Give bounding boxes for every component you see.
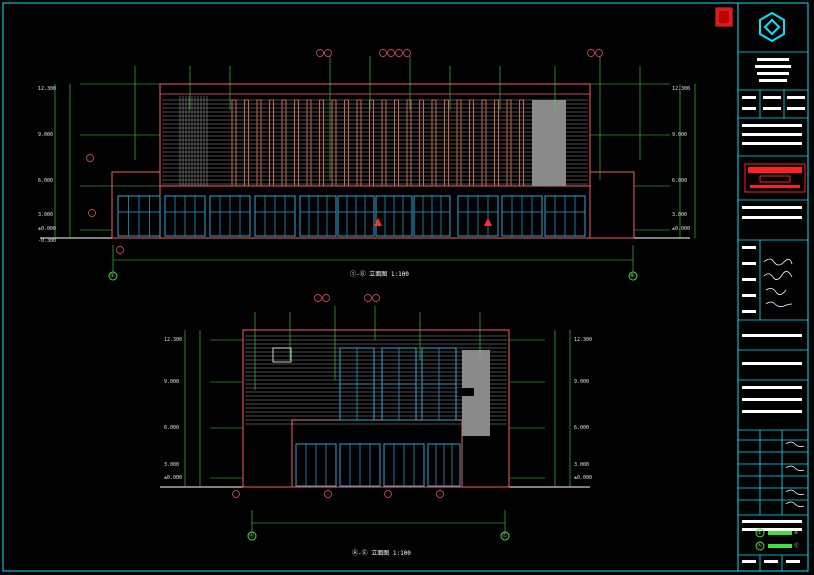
- upper-level-left-6: -0.300: [38, 238, 57, 244]
- upper-axis-right-label: ⑥: [630, 273, 635, 279]
- vertical-fin: [519, 99, 524, 187]
- vertical-fin: [444, 99, 449, 187]
- lower-level-right-4: 3.000: [574, 462, 590, 468]
- legend-text-2: Ⓔ: [794, 543, 800, 549]
- lower-level-right-3: 6.000: [574, 425, 590, 431]
- lower-axis-bubble-right: [500, 531, 510, 541]
- vertical-fin: [331, 99, 337, 187]
- upper-level-right-2: 9.000: [672, 132, 688, 138]
- vertical-fin: [269, 99, 274, 187]
- vertical-fin: [494, 99, 499, 187]
- seal-icon: [715, 7, 733, 27]
- signature-scribbles: [763, 258, 805, 508]
- title-block: [738, 51, 808, 571]
- lower-small-window: [272, 347, 292, 363]
- legend-tag-1: ①: [757, 530, 762, 536]
- upper-elevation: [40, 49, 696, 281]
- approval-stamp: [744, 163, 806, 193]
- vertical-fin: [319, 99, 324, 187]
- vertical-fin: [469, 99, 474, 187]
- vertical-fin: [306, 99, 312, 187]
- upper-callouts: [86, 49, 603, 254]
- upper-right-wing: [589, 171, 635, 239]
- vertical-fin: [356, 99, 362, 187]
- upper-level-right-1: 12.300: [672, 86, 691, 92]
- upper-level-right-5: ±0.000: [672, 226, 691, 232]
- vertical-fin: [294, 99, 299, 187]
- logo-icon: [759, 11, 785, 43]
- upper-gray-panel: [532, 100, 566, 186]
- entrance-mark-left: [374, 218, 382, 226]
- lower-dims: [184, 306, 571, 532]
- upper-axis-bubble-right: [628, 271, 638, 281]
- vertical-fin: [394, 99, 399, 187]
- lower-ground-block: [291, 419, 463, 488]
- lower-level-left-3: 6.000: [164, 425, 180, 431]
- upper-level-left-5: ±0.000: [38, 226, 57, 232]
- upper-axis-left-label: ①: [110, 273, 115, 279]
- lower-ground-curtain: [295, 443, 461, 487]
- vertical-fin: [381, 99, 387, 187]
- lower-axis-left-label: Ⓐ: [249, 533, 255, 539]
- lower-level-right-5: ±0.000: [574, 475, 593, 481]
- upper-level-left-1: 12.300: [38, 86, 57, 92]
- legend-marks: [755, 528, 792, 551]
- vertical-fin: [406, 99, 412, 187]
- vertical-fin: [431, 99, 437, 187]
- upper-axis-bubble-left: [108, 271, 118, 281]
- lower-elevation-title: Ⓐ-Ⓔ 立面图 1:100: [352, 550, 411, 557]
- upper-left-wing: [111, 171, 161, 239]
- lower-level-left-2: 9.000: [164, 379, 180, 385]
- upper-level-right-3: 6.000: [672, 178, 688, 184]
- upper-main-block: [159, 83, 591, 239]
- vertical-fin: [419, 99, 424, 187]
- vertical-fin: [244, 99, 249, 187]
- upper-fins: [231, 99, 524, 187]
- vertical-fin: [281, 99, 287, 187]
- vertical-fin: [369, 99, 374, 187]
- lower-windows: [339, 347, 457, 421]
- upper-elevation-title: ①-⑥ 立面图 1:100: [350, 271, 409, 278]
- upper-level-left-4: 3.000: [38, 212, 54, 218]
- lower-elevation: [160, 294, 590, 541]
- lower-level-right-1: 12.300: [574, 337, 593, 343]
- legend-text-1: ⑥: [794, 530, 799, 536]
- lower-level-right-2: 9.000: [574, 379, 590, 385]
- upper-louvers: [162, 96, 588, 186]
- upper-dims: [54, 56, 696, 272]
- upper-level-left-2: 9.000: [38, 132, 54, 138]
- vertical-fin: [506, 99, 512, 187]
- vertical-fin: [256, 99, 262, 187]
- lower-level-left-1: 12.300: [164, 337, 183, 343]
- lower-axis-right-label: Ⓔ: [502, 533, 508, 539]
- vertical-fin: [344, 99, 349, 187]
- upper-level-left-3: 6.000: [38, 178, 54, 184]
- vertical-fin: [481, 99, 487, 187]
- vertical-fin: [456, 99, 462, 187]
- lower-level-left-5: ±0.000: [164, 475, 183, 481]
- upper-curtain-wall: [117, 195, 586, 237]
- upper-level-right-4: 3.000: [672, 212, 688, 218]
- lower-axis-bubble-left: [247, 531, 257, 541]
- entrance-mark-right: [484, 218, 492, 226]
- vertical-fin: [231, 99, 237, 187]
- lower-callouts: [232, 294, 444, 498]
- lower-level-left-4: 3.000: [164, 462, 180, 468]
- legend-tag-2: Ⓐ: [757, 543, 763, 549]
- lower-black-opening: [458, 388, 474, 396]
- title-block-textbars: [742, 58, 805, 563]
